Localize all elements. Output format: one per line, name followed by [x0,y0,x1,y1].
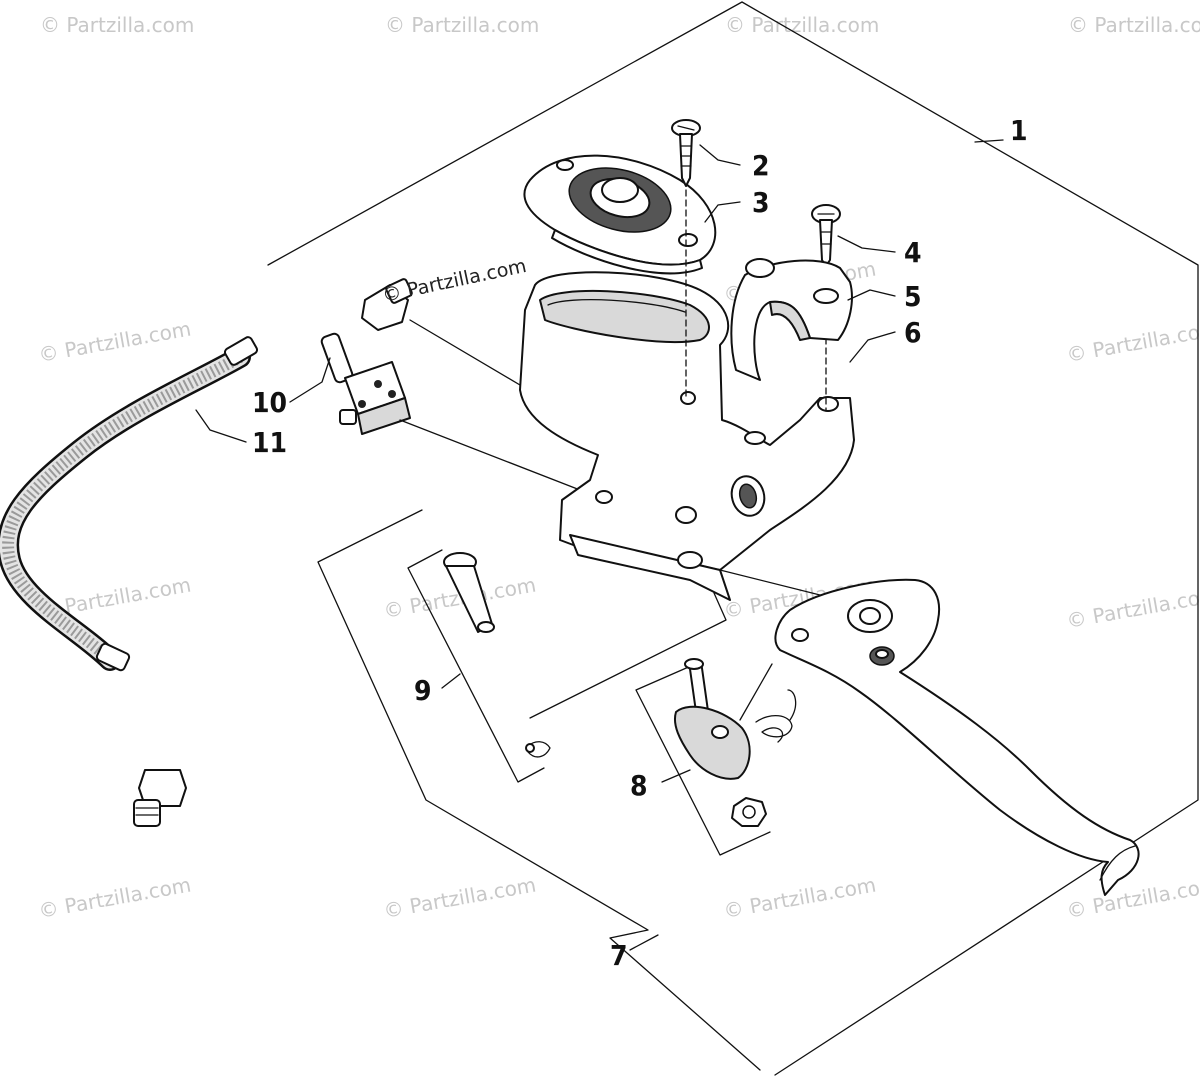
watermark-text: © Partzilla.com [382,872,538,922]
pivot-pin [443,552,551,758]
clamp-screw [811,204,841,267]
callout-leader-3 [704,201,741,223]
callout-leader-2 [699,144,741,166]
watermark-text: © Partzilla.com [725,13,879,37]
brake-hose [0,278,413,827]
callout-leader-6 [849,331,896,363]
callout-11: 11 [252,426,287,459]
callout-2: 2 [752,149,770,182]
lever-assembly-bracket [317,509,761,1071]
lever-pin-bracket [635,661,771,856]
brake-switch [320,332,411,435]
callout-leader-7 [629,934,659,951]
callout-labels: 1 2 3 4 5 6 7 8 9 10 11 [252,114,1028,972]
callout-4: 4 [904,236,922,269]
cover-screw [671,119,701,187]
watermark-text: © Partzilla.com [385,13,539,37]
switch-leader-line [399,419,581,491]
watermark-text: © Partzilla.com [1065,872,1200,922]
callout-leader-5 [847,289,896,301]
callout-leader-1 [974,139,1004,143]
callout-leader-9 [441,673,461,689]
callout-leader-8 [661,769,691,783]
clamp [730,258,853,381]
watermark-text: © Partzilla.com [1065,582,1200,632]
master-cylinder-body [519,271,855,601]
watermark-text: © Partzilla.com [722,872,878,922]
callout-9: 9 [414,674,432,707]
spring-leader [739,663,773,721]
assembly-bracket-outline [267,1,1199,1076]
callout-3: 3 [752,186,770,219]
watermark-text: © Partzilla.com [1068,13,1200,37]
watermark-text: © Partzilla.com [37,316,193,366]
watermark-text: © Partzilla.com [37,872,193,922]
reservoir-cover [523,154,717,275]
inline-watermark-text: © Partzilla.com [380,255,528,307]
watermark-text: © Partzilla.com [40,13,194,37]
body-leader-line [699,564,841,601]
callout-1: 1 [1010,114,1028,147]
callout-leader-11 [195,409,247,443]
callout-7: 7 [610,939,628,972]
watermark-text: © Partzilla.com [1065,316,1200,366]
callout-leader-4 [837,235,896,253]
callout-10: 10 [252,386,287,419]
callout-5: 5 [904,280,922,313]
callout-8: 8 [630,769,648,802]
pivot-pin-bracket-2 [529,592,727,719]
lever-pin-kit [674,658,797,827]
callout-6: 6 [904,316,922,349]
callout-leader-10 [289,357,331,403]
hose-leader-line [409,319,521,386]
adjuster-knob [869,646,895,666]
brake-lever [774,578,1140,896]
pivot-pin-bracket [407,549,545,783]
